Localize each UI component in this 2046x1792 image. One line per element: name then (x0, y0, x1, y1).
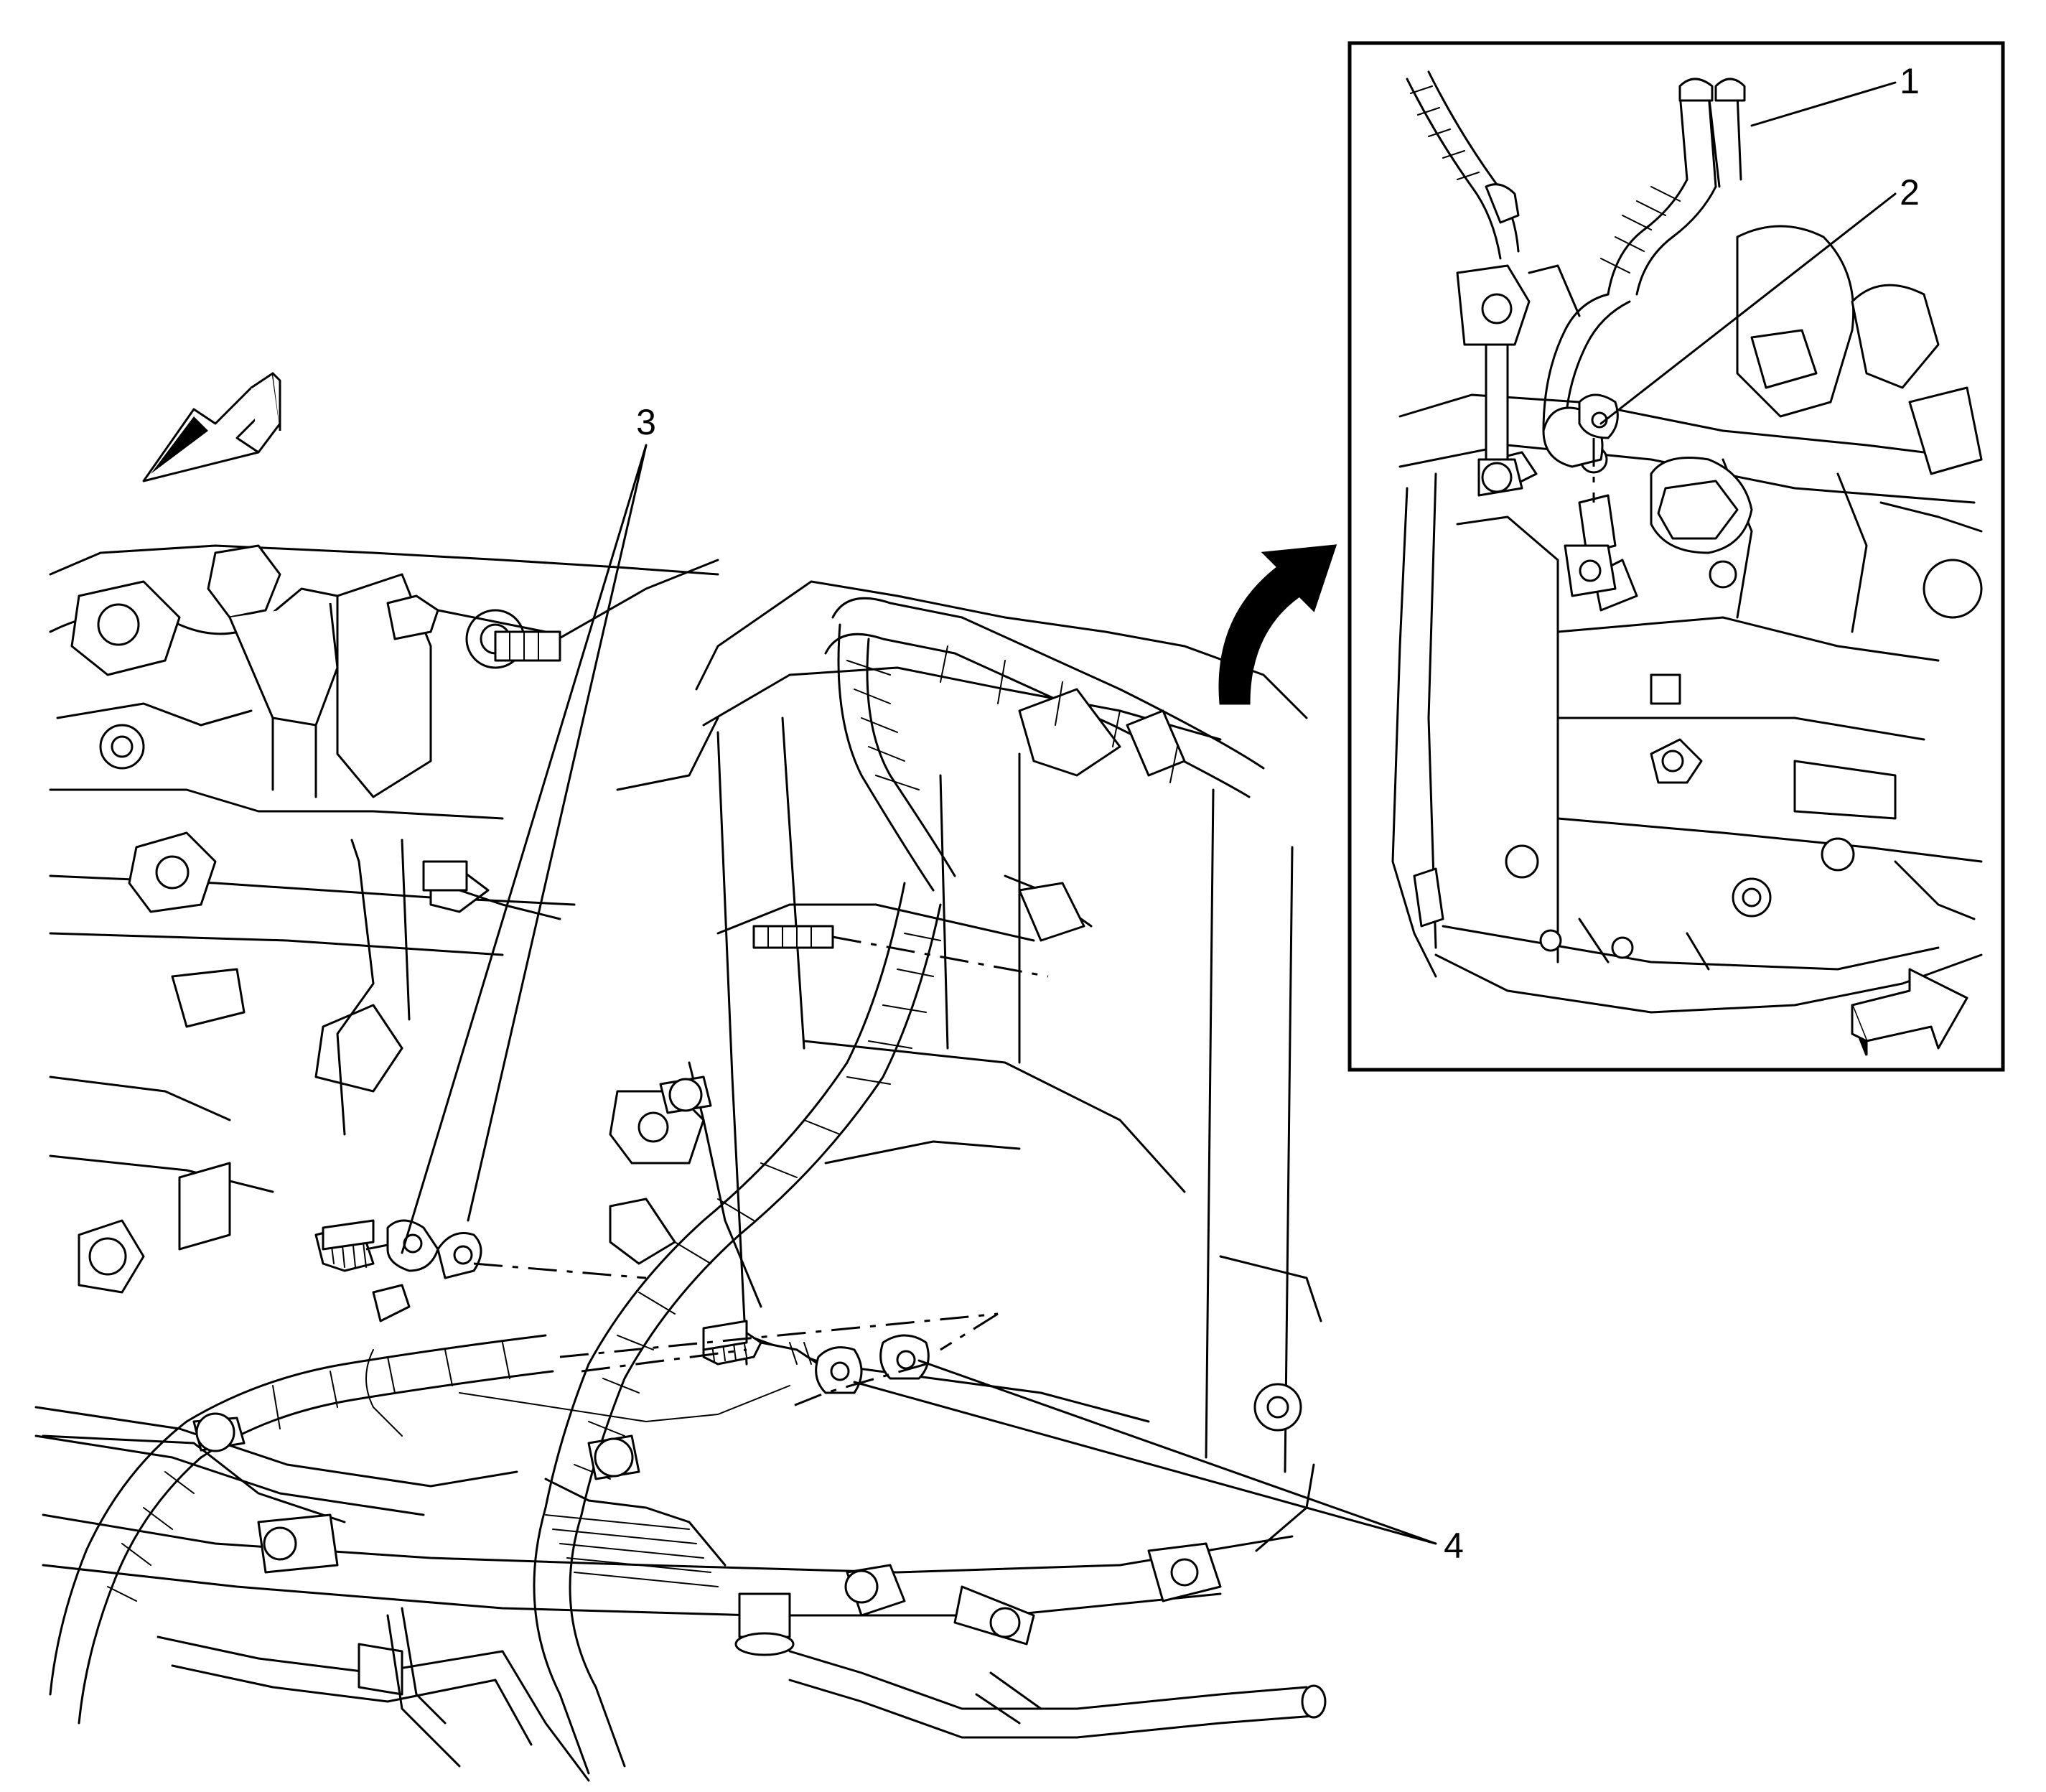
ground-eyelet-3 (314, 1219, 647, 1322)
callout-3-label: 3 (636, 402, 656, 442)
callout-2: 2 (1599, 172, 1920, 425)
callout-1-label: 1 (1900, 61, 1920, 101)
callout-3: 3 (401, 402, 656, 1254)
inset-harness (1406, 70, 1746, 597)
engine-block (49, 544, 719, 1294)
callout-1: 1 (1750, 61, 1920, 127)
inset-view: 1 2 (1347, 41, 2005, 1072)
inset-transmission (1391, 225, 1983, 1014)
cooler-lines (34, 1406, 1327, 1782)
rotate-arrow-icon (1218, 544, 1337, 705)
inset-direction-arrow-icon (1851, 968, 1968, 1056)
direction-arrow-icon (142, 372, 281, 482)
wiring-harness (49, 597, 1265, 1775)
mounting-studs (192, 630, 1049, 1480)
callout-4-label: 4 (1444, 1526, 1464, 1566)
main-view: 3 4 (34, 372, 1464, 1782)
callout-2-label: 2 (1900, 172, 1920, 213)
callout-4: 4 (853, 1359, 1464, 1566)
oil-pan (42, 1434, 1315, 1725)
inset-frame (1347, 41, 2005, 1072)
